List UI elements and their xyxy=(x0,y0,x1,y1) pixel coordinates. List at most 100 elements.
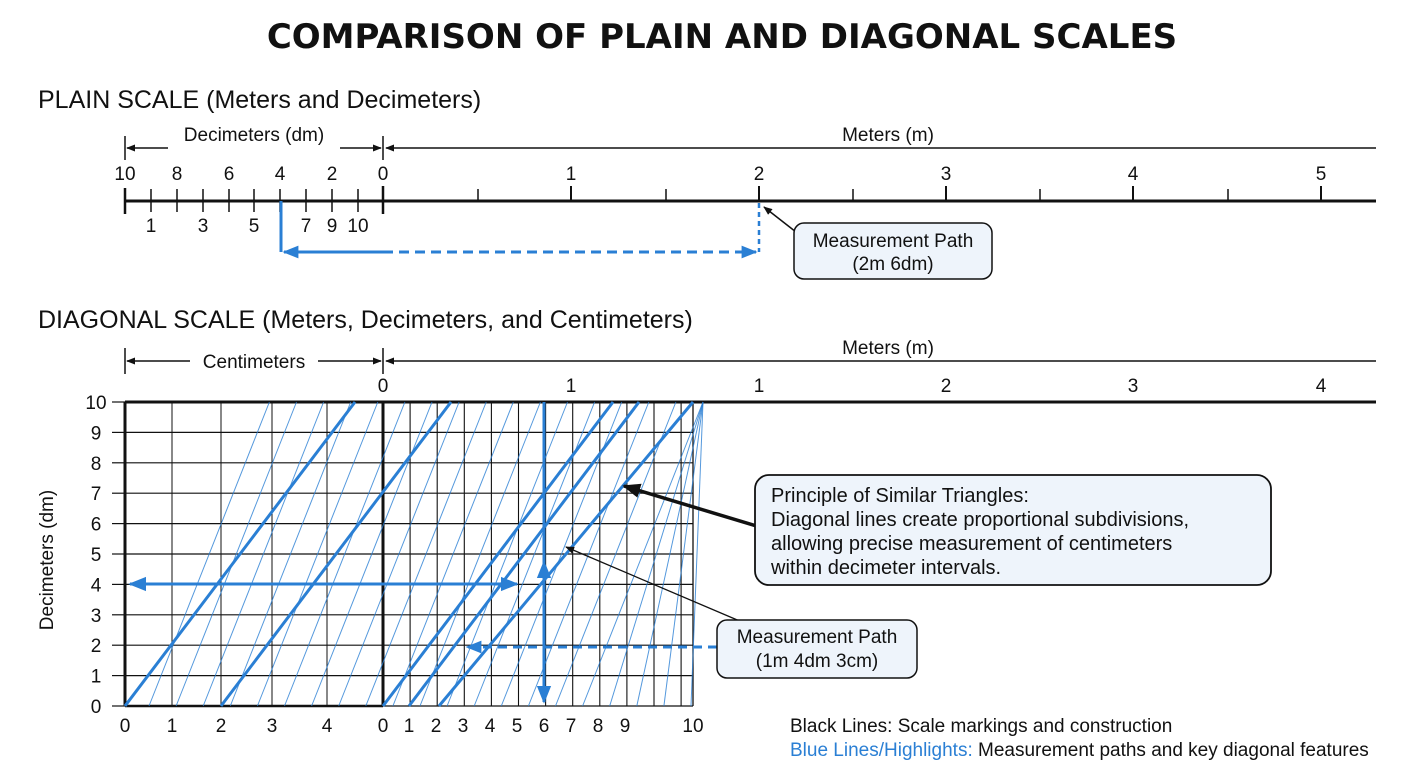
thin-diagonal xyxy=(175,401,297,707)
y-tick-label: 8 xyxy=(91,454,102,475)
bottom-right-label: 3 xyxy=(458,716,469,737)
bottom-right-label: 9 xyxy=(620,716,631,737)
plain-callout-line2: (2m 6dm) xyxy=(852,254,933,275)
thin-diagonal xyxy=(284,401,406,707)
thin-diagonal xyxy=(338,401,460,707)
diag-callout-line1: Measurement Path xyxy=(737,627,898,648)
bottom-right-label: 1 xyxy=(404,716,415,737)
dm-upper-tick-label: 2 xyxy=(327,164,338,185)
bottom-left-label: 4 xyxy=(322,716,333,737)
diag-callout-pointer xyxy=(565,546,743,623)
bottom-left-label: 0 xyxy=(120,716,131,737)
dm-upper-tick-label: 8 xyxy=(172,164,183,185)
y-tick-label: 10 xyxy=(85,393,106,414)
bottom-right-label: 10 xyxy=(682,716,703,737)
dm-lower-tick-label: 3 xyxy=(198,216,209,237)
diag-top-label: 3 xyxy=(1128,376,1139,397)
dm-lower-tick-label: 1 xyxy=(146,216,157,237)
plain-callout-line1: Measurement Path xyxy=(813,231,974,252)
bottom-right-label: 0 xyxy=(378,716,389,737)
principle-line2: Diagonal lines create proportional subdi… xyxy=(771,509,1189,531)
diagonal-scale-heading: DIAGONAL SCALE (Meters, Decimeters, and … xyxy=(38,306,693,334)
dm-upper-tick-label: 10 xyxy=(114,164,135,185)
bottom-right-label: 7 xyxy=(566,716,577,737)
thin-diagonal xyxy=(582,401,704,707)
thin-diagonal xyxy=(256,401,379,707)
y-tick-label: 2 xyxy=(91,636,102,657)
legend: Black Lines: Scale markings and construc… xyxy=(790,716,1369,761)
diagonal-blue-lines xyxy=(123,401,695,707)
thin-diagonal xyxy=(636,401,704,707)
y-tick-label: 4 xyxy=(91,575,102,596)
thin-diagonal xyxy=(392,401,514,707)
key-diagonal xyxy=(407,401,641,707)
y-tick-label: 6 xyxy=(91,515,102,536)
thin-diagonal xyxy=(663,401,704,707)
bottom-left-label: 1 xyxy=(167,716,178,737)
thin-diagonal xyxy=(202,401,325,707)
bottom-right-label: 8 xyxy=(593,716,604,737)
dm-lower-tick-label: 9 xyxy=(327,216,338,237)
plain-callout-box xyxy=(793,222,993,280)
dm-upper-tick-label: 4 xyxy=(275,164,286,185)
principle-box xyxy=(754,474,1272,586)
diag-top-label: 0 xyxy=(378,376,389,397)
dm-upper-tick-label: 0 xyxy=(378,164,389,185)
principle-pointer xyxy=(622,483,764,530)
cm-span-label: Centimeters xyxy=(203,352,305,373)
diagonal-grid xyxy=(112,400,1376,708)
thin-diagonal xyxy=(148,401,270,707)
key-diagonal xyxy=(123,401,357,707)
plain-scale: PLAIN SCALE (Meters and Decimeters) Deci… xyxy=(38,86,1376,280)
thin-diagonal xyxy=(609,401,704,707)
bottom-right-label: 6 xyxy=(539,716,550,737)
bottom-left-label: 3 xyxy=(267,716,278,737)
thin-diagonal xyxy=(555,401,677,707)
diag-callout-line2: (1m 4dm 3cm) xyxy=(756,651,878,672)
y-tick-label: 5 xyxy=(91,545,102,566)
principle-line1: Principle of Similar Triangles: xyxy=(771,485,1029,507)
meter-tick-label: 5 xyxy=(1316,164,1327,185)
meter-tick-label: 4 xyxy=(1128,164,1139,185)
diag-m-span-label: Meters (m) xyxy=(842,338,934,359)
thin-diagonal xyxy=(229,401,352,707)
diag-top-label: 4 xyxy=(1316,376,1327,397)
bottom-right-label: 4 xyxy=(485,716,496,737)
legend-blue-desc: Measurement paths and key diagonal featu… xyxy=(973,740,1369,761)
y-axis-label: Decimeters (dm) xyxy=(37,490,58,630)
y-tick-labels: 0 1 2 3 4 5 6 7 8 9 10 xyxy=(85,393,106,718)
dm-lower-tick-label: 10 xyxy=(347,216,368,237)
meter-tick-label: 1 xyxy=(566,164,577,185)
plain-callout-pointer xyxy=(763,206,797,233)
legend-black-lines: Black Lines: Scale markings and construc… xyxy=(790,716,1172,737)
diag-top-label: 1 xyxy=(566,376,577,397)
diag-top-label: 1 xyxy=(754,376,765,397)
page-title: COMPARISON OF PLAIN AND DIAGONAL SCALES xyxy=(267,17,1177,57)
y-tick-label: 3 xyxy=(91,606,102,627)
meter-tick-label: 2 xyxy=(754,164,765,185)
y-tick-label: 1 xyxy=(91,667,102,688)
diagonal-scale: DIAGONAL SCALE (Meters, Decimeters, and … xyxy=(37,306,1376,737)
bottom-left-label: 2 xyxy=(216,716,227,737)
y-tick-label: 0 xyxy=(91,697,102,718)
legend-blue-lines: Blue Lines/Highlights: Measurement paths… xyxy=(790,740,1369,761)
key-diagonal xyxy=(437,401,695,707)
key-diagonal xyxy=(381,401,615,707)
dm-lower-tick-label: 7 xyxy=(301,216,312,237)
dm-lower-tick-label: 5 xyxy=(249,216,260,237)
dm-span-label: Decimeters (dm) xyxy=(184,125,324,146)
principle-line4: within decimeter intervals. xyxy=(770,557,1001,579)
y-tick-label: 9 xyxy=(91,423,102,444)
bottom-right-label: 5 xyxy=(512,716,523,737)
diag-measurement-path xyxy=(128,402,717,704)
diag-callout-box xyxy=(716,619,918,679)
y-tick-label: 7 xyxy=(91,484,102,505)
dm-upper-tick-label: 6 xyxy=(224,164,235,185)
thin-diagonal xyxy=(365,401,487,707)
bottom-right-label: 2 xyxy=(431,716,442,737)
thin-diagonal xyxy=(419,401,541,707)
principle-line3: allowing precise measurement of centimet… xyxy=(771,533,1172,555)
meter-tick-label: 3 xyxy=(941,164,952,185)
key-diagonal xyxy=(219,401,453,707)
